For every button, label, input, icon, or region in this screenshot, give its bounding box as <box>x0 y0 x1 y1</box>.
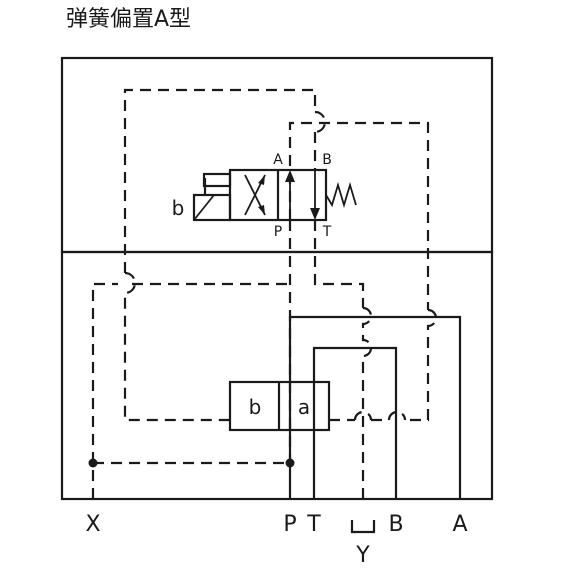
y-drain-line <box>361 306 373 499</box>
port-t-label: T <box>306 512 321 537</box>
pilot-line-to-chamber-b <box>123 271 230 422</box>
pilot-port-t-label: T <box>322 224 332 240</box>
cross-arrow-head-2 <box>258 175 265 185</box>
arrow-head-p-a <box>285 170 295 182</box>
pilot-valve: A B P T b <box>172 152 357 240</box>
cross-arrow-head-1 <box>258 205 265 215</box>
main-line-t <box>312 346 398 499</box>
junction-dot-x <box>88 458 98 468</box>
main-line-p <box>288 315 462 499</box>
port-x-label: X <box>85 512 100 537</box>
pilot-line-right-lower <box>405 308 438 422</box>
main-chamber-b-label: b <box>249 395 262 419</box>
main-chamber-a-label: a <box>298 395 310 419</box>
manual-override <box>202 172 232 188</box>
pilot-line-left-loop <box>123 88 317 273</box>
junction-dot-p <box>285 458 295 468</box>
drain-symbol-y <box>350 520 376 534</box>
solenoid-b-label: b <box>172 196 185 220</box>
pilot-line-hop-top <box>314 110 327 134</box>
diagram-title: 弹簧偏置A型 <box>66 7 191 32</box>
main-stage-housing <box>60 250 494 501</box>
spring-icon <box>325 181 357 209</box>
port-p-label: P <box>283 512 296 537</box>
pilot-port-b-label: B <box>322 152 332 168</box>
port-a-label: A <box>452 512 467 537</box>
pilot-line-hop-b <box>371 410 407 422</box>
port-y-label: Y <box>355 543 370 568</box>
pilot-line-right-loop <box>288 121 430 310</box>
pilot-port-p-label: P <box>274 224 282 240</box>
pilot-port-a-label: A <box>273 152 283 168</box>
arrow-head-b-t <box>310 208 320 220</box>
x-pilot-line <box>91 282 118 499</box>
solenoid-diagonal <box>193 194 215 221</box>
pilot-hop-y <box>353 410 373 421</box>
port-b-label: B <box>388 512 403 537</box>
